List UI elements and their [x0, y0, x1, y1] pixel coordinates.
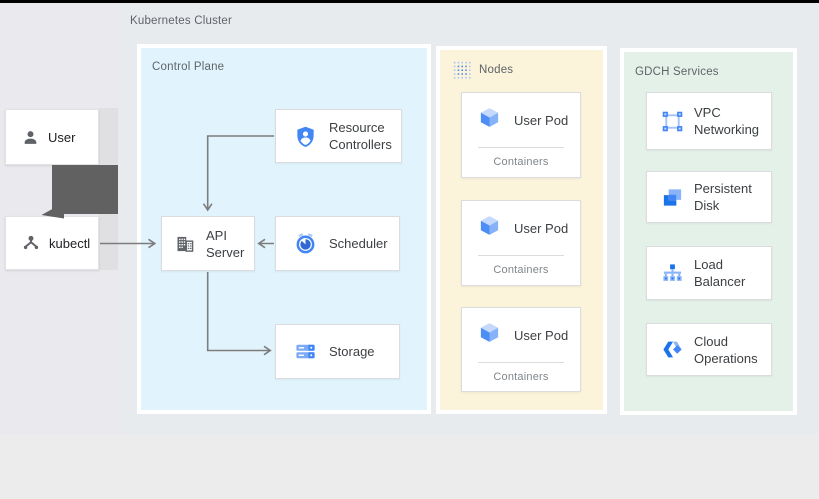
- user-pod-card: User Pod Containers: [461, 92, 581, 178]
- user-box: User: [5, 109, 99, 165]
- card-title-line: Operations: [694, 350, 758, 366]
- user-pod-card: User Pod Containers: [461, 200, 581, 286]
- card-title-line: Disk: [694, 198, 720, 213]
- card-title-line: Cloud: [694, 333, 728, 349]
- vpc-networking-card: VPC Networking: [646, 92, 772, 150]
- person-icon: [22, 129, 39, 146]
- pod-divider: [478, 255, 564, 256]
- card-title-line: Load: [694, 257, 723, 272]
- alarm-clock-icon: [294, 232, 317, 255]
- pod-title: User Pod: [514, 327, 569, 343]
- top-black-bar-left: [0, 0, 118, 5]
- top-black-bar: [0, 0, 819, 3]
- kubectl-box: kubectl: [5, 216, 99, 270]
- kubernetes-cluster-label: Kubernetes Cluster: [130, 15, 233, 27]
- card-title-line: Scheduler: [329, 236, 388, 251]
- card-title-line: Balancer: [694, 274, 746, 289]
- card-title-line: Controllers: [329, 137, 392, 152]
- pod-divider: [478, 147, 564, 148]
- card-title-line: Persistent: [694, 181, 752, 196]
- nodes-panel: Nodes User Pod Containers User Pod Conta…: [436, 46, 607, 414]
- dot-grid-icon: [453, 61, 471, 79]
- pod-divider: [478, 362, 564, 363]
- cube-icon: [478, 321, 501, 349]
- gdch-services-label: GDCH Services: [635, 66, 719, 78]
- scheduler-card: Scheduler: [275, 216, 400, 271]
- storage-card: Storage: [275, 324, 400, 379]
- control-plane-label: Control Plane: [152, 61, 225, 73]
- card-title-line: Server: [206, 244, 245, 260]
- cloud-operations-icon: [661, 338, 684, 361]
- persistent-disk-icon: [661, 186, 684, 209]
- pod-title: User Pod: [514, 220, 569, 236]
- card-title-line: Networking: [694, 122, 760, 137]
- vpc-icon: [661, 110, 684, 133]
- user-label: User: [48, 129, 76, 145]
- kubectl-label: kubectl: [49, 235, 91, 251]
- nodes-label: Nodes: [479, 64, 514, 76]
- user-pod-card: User Pod Containers: [461, 307, 581, 392]
- card-title-line: Resource: [329, 120, 385, 135]
- shield-person-icon: [294, 125, 317, 148]
- cube-icon: [478, 106, 501, 134]
- storage-disks-icon: [294, 340, 317, 363]
- pod-subtitle: Containers: [493, 371, 549, 383]
- pod-subtitle: Containers: [493, 264, 549, 276]
- card-title-line: VPC: [694, 105, 721, 120]
- load-balancer-icon: [661, 262, 684, 285]
- nodes-header: Nodes: [453, 61, 513, 79]
- cube-icon: [478, 214, 501, 242]
- actor-shadow-strip: [99, 108, 118, 270]
- node-graph-icon: [22, 234, 40, 252]
- pod-title: User Pod: [514, 112, 569, 128]
- building-icon: [175, 234, 195, 254]
- pod-subtitle: Containers: [493, 156, 549, 168]
- card-title-line: Storage: [329, 344, 375, 359]
- card-title-line: API: [206, 227, 227, 243]
